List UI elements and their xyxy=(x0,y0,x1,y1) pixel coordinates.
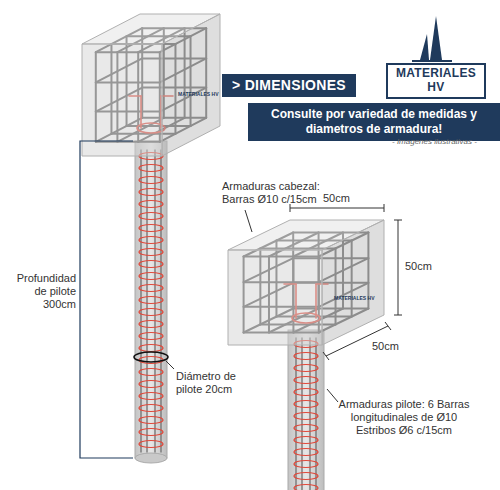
leader-line xyxy=(327,389,338,402)
stirrup xyxy=(294,437,318,444)
watermark: MATERIALES HV xyxy=(178,92,218,97)
stirrup xyxy=(294,389,318,396)
pile-body xyxy=(135,141,324,490)
stirrup xyxy=(139,237,163,244)
node-text: > DIMENSIONES xyxy=(232,77,346,94)
stirrup xyxy=(294,461,318,468)
depth-bracket xyxy=(80,141,133,458)
stirrup xyxy=(139,285,163,292)
depth-label: Profundidad de pilote 300cm xyxy=(4,272,76,312)
stirrup xyxy=(139,189,163,196)
header-band: > DIMENSIONES xyxy=(222,74,356,97)
stirrup xyxy=(139,321,163,328)
dimension-label: 50cm xyxy=(323,192,350,205)
stirrup xyxy=(139,213,163,220)
stirrup xyxy=(294,485,318,490)
stirrup xyxy=(139,333,163,340)
stirrup xyxy=(139,369,163,376)
stirrup xyxy=(294,377,318,384)
stirrup xyxy=(139,261,163,268)
dimension-label: 50cm xyxy=(372,340,399,353)
stirrup xyxy=(139,309,163,316)
disclaimer-note: - Imagenes ilustrativas - xyxy=(392,137,477,147)
stirrup xyxy=(139,297,163,304)
leader-line xyxy=(245,210,252,232)
stirrup xyxy=(294,353,318,360)
stirrup xyxy=(294,365,318,372)
stirrup xyxy=(294,425,318,432)
dimension-line xyxy=(290,204,402,360)
stirrup xyxy=(139,165,163,172)
stirrup xyxy=(294,413,318,420)
stirrup xyxy=(294,401,318,408)
diameter-ring xyxy=(134,352,168,362)
stirrup xyxy=(139,201,163,208)
leader-line xyxy=(166,361,174,369)
stirrup xyxy=(139,429,163,436)
stirrup xyxy=(139,249,163,256)
stirrup xyxy=(139,345,163,352)
stirrup xyxy=(139,405,163,412)
stirrup xyxy=(139,417,163,424)
stirrup xyxy=(139,177,163,184)
diameter-label: Diámetro de pilote 20cm xyxy=(176,370,258,396)
brand-logo: MATERIALES HV xyxy=(386,63,486,99)
dimension-label: 50cm xyxy=(405,260,432,273)
info-band: Consulte por variedad de medidas y diame… xyxy=(248,103,500,141)
stirrup xyxy=(139,225,163,232)
rebar-note: Armaduras cabezal: Barras Ø10 c/15cm xyxy=(222,180,322,206)
stirrup xyxy=(139,273,163,280)
watermark: MATERIALES HV xyxy=(334,296,374,301)
pile-cap xyxy=(82,14,384,345)
node-text: MATERIALES HV xyxy=(393,67,479,95)
stirrup xyxy=(294,449,318,456)
stirrup xyxy=(294,473,318,480)
stirrup xyxy=(139,381,163,388)
rebar-note: Armaduras pilote: 6 Barras longitudinale… xyxy=(338,398,470,438)
logo-tower xyxy=(412,16,452,62)
stirrup xyxy=(139,441,163,448)
node-text: Consulte por variedad de medidas y diame… xyxy=(254,107,494,137)
stirrup xyxy=(139,393,163,400)
